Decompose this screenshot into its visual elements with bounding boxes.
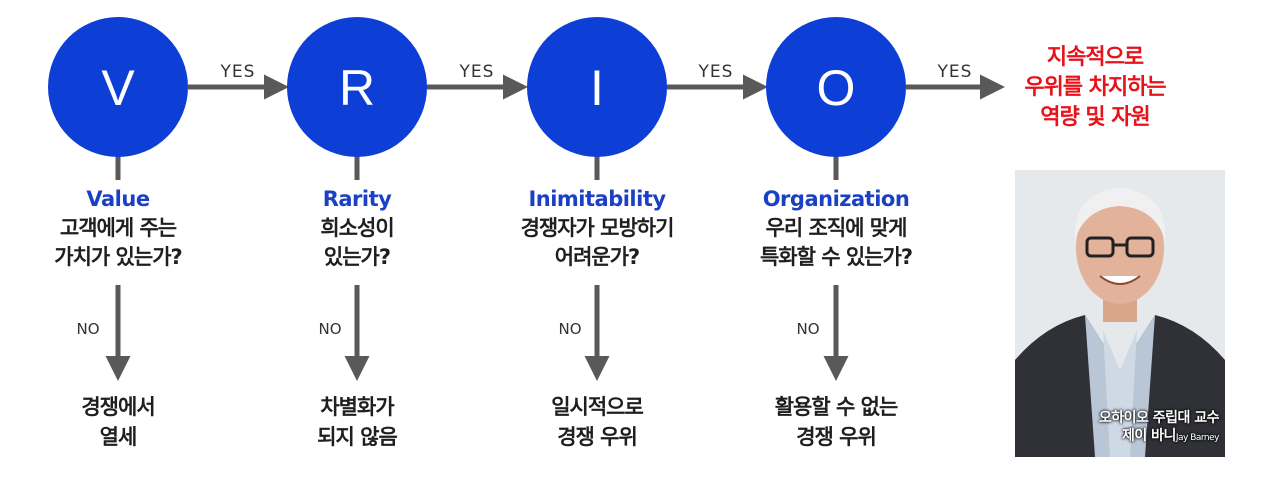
yes-label-1: YES — [220, 62, 256, 82]
caption-name: 제이 바니Jay Barney — [1099, 427, 1220, 447]
english-organization: Organization — [762, 187, 910, 211]
outcome-rarity-2: 되지 않음 — [317, 425, 398, 449]
circle-organization — [766, 17, 906, 157]
final-result: 지속적으로 우위를 차지하는 역량 및 자원 — [985, 43, 1205, 133]
desc-organization: Organization 우리 조직에 맞게 특화할 수 있는가? — [721, 184, 951, 272]
outcome-value-1: 경쟁에서 — [81, 395, 155, 419]
outcome-value-2: 열세 — [99, 425, 138, 449]
question-rarity-1: 희소성이 — [320, 216, 394, 240]
letter-i: I — [590, 60, 604, 116]
letter-v: V — [101, 60, 135, 116]
final-result-1: 지속적으로 — [1046, 45, 1144, 70]
outcome-rarity: 차별화가 되지 않음 — [247, 392, 467, 452]
question-rarity-2: 있는가? — [323, 245, 391, 269]
circle-inimitability — [527, 17, 667, 157]
no-label-4: NO — [796, 320, 819, 338]
question-organization-1: 우리 조직에 맞게 — [765, 216, 908, 240]
english-value: Value — [86, 187, 150, 211]
circle-rarity — [287, 17, 427, 157]
final-result-3: 역량 및 자원 — [1040, 105, 1151, 130]
caption-name-en: Jay Barney — [1175, 433, 1220, 443]
english-rarity: Rarity — [322, 187, 392, 211]
portrait-photo: 오하이오 주립대 교수 제이 바니Jay Barney — [1015, 170, 1225, 457]
portrait-illustration — [1015, 170, 1225, 457]
outcome-rarity-1: 차별화가 — [320, 395, 394, 419]
caption-affiliation: 오하이오 주립대 교수 — [1098, 410, 1220, 426]
circle-value — [48, 17, 188, 157]
yes-label-4: YES — [937, 62, 973, 82]
no-label-2: NO — [318, 320, 341, 338]
question-inimitability-2: 어려운가? — [554, 245, 640, 269]
letter-r: R — [339, 60, 375, 116]
question-inimitability-1: 경쟁자가 모방하기 — [520, 216, 675, 240]
photo-caption: 오하이오 주립대 교수 제이 바니Jay Barney — [1098, 409, 1220, 447]
question-organization-2: 특화할 수 있는가? — [759, 245, 913, 269]
desc-rarity: Rarity 희소성이 있는가? — [242, 184, 472, 272]
outcome-organization-2: 경쟁 우위 — [796, 425, 877, 449]
question-value-1: 고객에게 주는 — [59, 216, 177, 240]
final-result-2: 우위를 차지하는 — [1024, 75, 1166, 100]
outcome-inimitability-1: 일시적으로 — [551, 395, 644, 419]
outcome-inimitability: 일시적으로 경쟁 우위 — [487, 392, 707, 452]
yes-label-2: YES — [459, 62, 495, 82]
question-value-2: 가치가 있는가? — [54, 245, 182, 269]
outcome-organization: 활용할 수 없는 경쟁 우위 — [726, 392, 946, 452]
english-inimitability: Inimitability — [528, 187, 666, 211]
no-label-3: NO — [558, 320, 581, 338]
outcome-inimitability-2: 경쟁 우위 — [557, 425, 638, 449]
desc-value: Value 고객에게 주는 가치가 있는가? — [3, 184, 233, 272]
letter-o: O — [817, 60, 856, 116]
desc-inimitability: Inimitability 경쟁자가 모방하기 어려운가? — [482, 184, 712, 272]
caption-name-kr: 제이 바니 — [1121, 428, 1176, 444]
outcome-organization-1: 활용할 수 없는 — [774, 395, 899, 419]
no-label-1: NO — [76, 320, 99, 338]
outcome-value: 경쟁에서 열세 — [8, 392, 228, 452]
yes-label-3: YES — [698, 62, 734, 82]
